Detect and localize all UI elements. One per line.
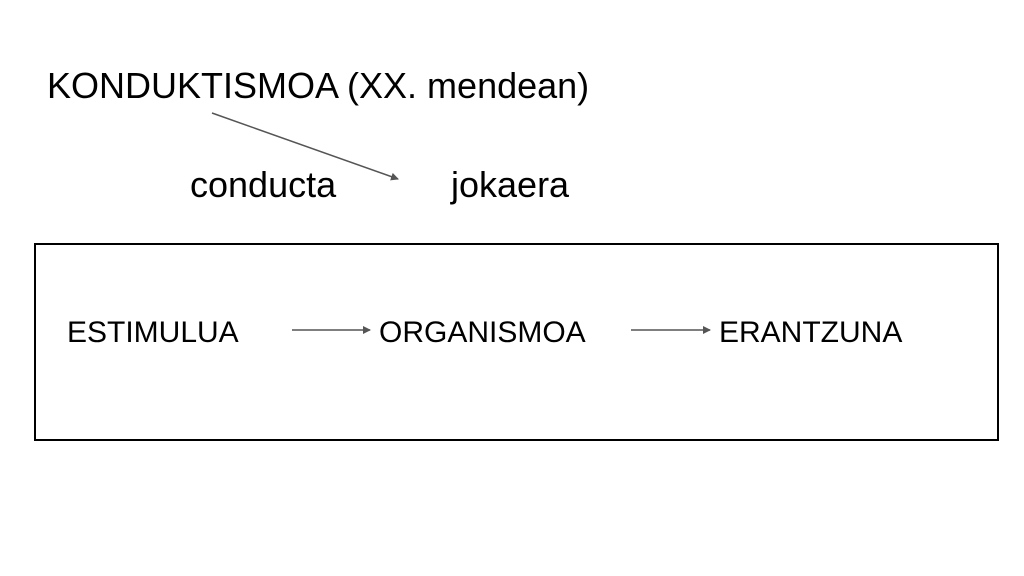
slide-title: KONDUKTISMOA (XX. mendean) [47, 65, 590, 106]
source-word-conducta: conducta [190, 164, 337, 205]
behaviorism-flow-box [34, 243, 999, 441]
flow-step-response: ERANTZUNA [719, 316, 903, 349]
flow-step-stimulus: ESTIMULUA [67, 316, 239, 349]
flow-step-organism: ORGANISMOA [379, 316, 586, 349]
target-word-jokaera: jokaera [451, 164, 570, 205]
